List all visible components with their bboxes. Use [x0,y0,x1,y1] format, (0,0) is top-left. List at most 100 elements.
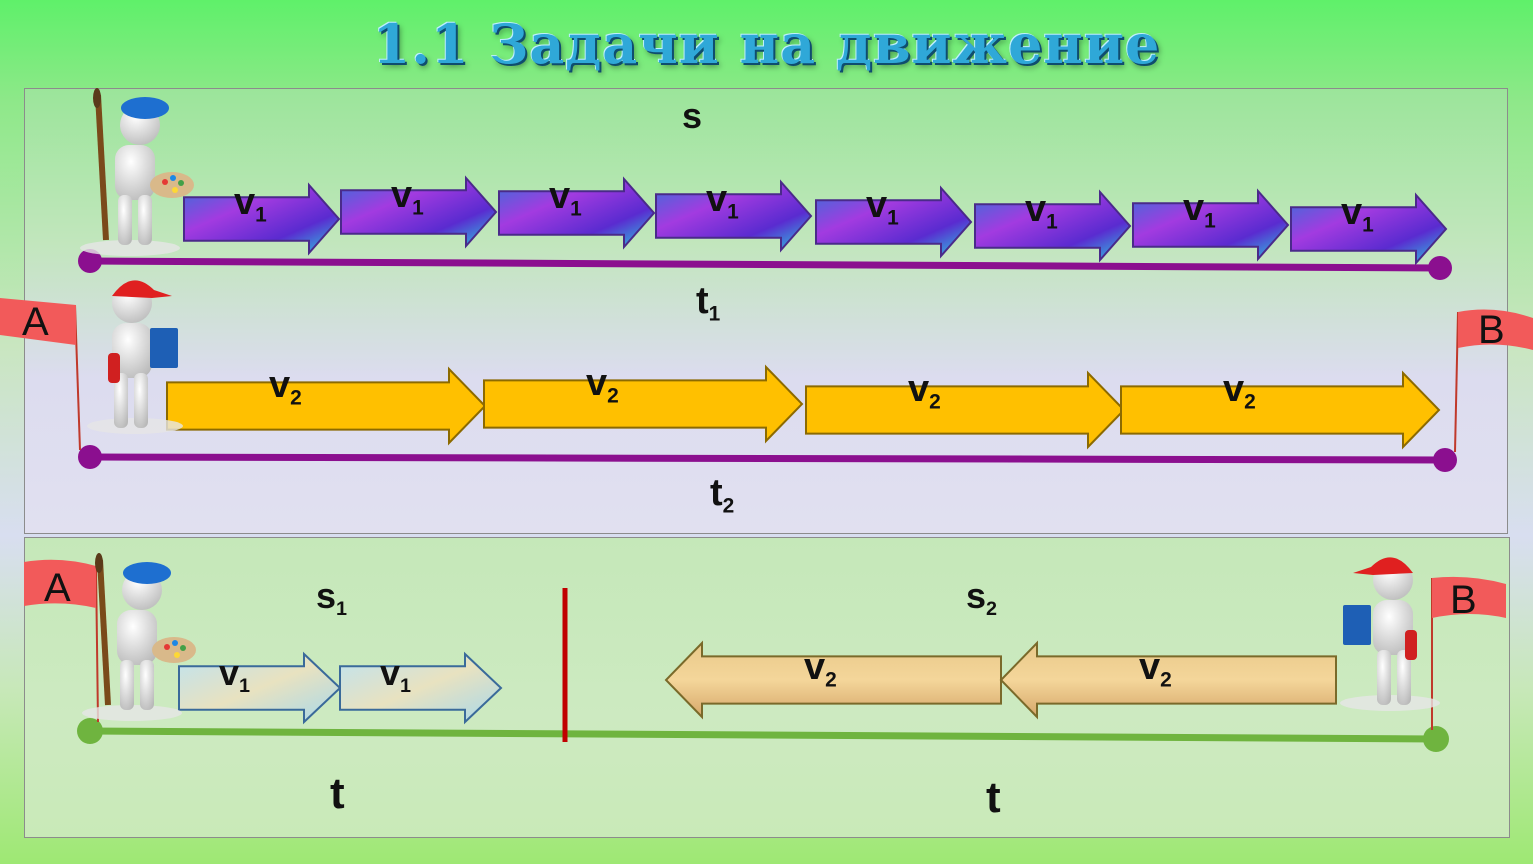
v1-arrow [1290,192,1448,266]
v1-label-sub: 1 [887,206,899,230]
v2-label-base: v [586,362,608,404]
s1-sub: 1 [336,597,348,620]
v2-label-base: v [1223,368,1245,410]
v1-arrow [340,175,498,249]
v1-label-base: v [1341,191,1363,233]
flag-a-label: A [22,300,49,344]
bottom-v1-arrow [178,651,342,725]
bottom-v2-label-sub: 2 [825,668,837,692]
flag-icon [0,298,81,451]
slide-title: 1.1 Задачи на движение [372,12,1161,76]
bottom-v1-label-base: v [219,652,240,693]
v2-label: v2 [1223,370,1256,413]
bottom-v2-arrow [664,640,1002,720]
bottom-v1-label-sub: 1 [239,674,251,697]
bottom-v2-label: v2 [1139,648,1172,691]
v1-arrow [655,179,813,253]
painter-figure-icon [80,88,194,256]
painter-figure-icon [82,553,196,721]
s2-base: s [966,575,987,616]
v2-label: v2 [586,364,619,407]
bottom-v1-label-base: v [380,652,401,693]
v1-label: v1 [866,186,899,229]
t1-label: t1 [696,282,720,325]
bottom-v2-label-base: v [1139,646,1161,688]
v2-label-sub: 2 [929,390,941,414]
v1-label: v1 [391,176,424,219]
v1-label-sub: 1 [727,200,739,224]
v2-arrow-row [166,364,1441,450]
v2-label: v2 [269,366,302,409]
v2-label-sub: 2 [290,386,302,410]
bottom-v1-arrow [339,651,503,725]
t2-track [78,445,1457,472]
bottom-v2-arrow-row [664,640,1337,720]
v1-arrow [815,185,973,259]
s2-sub: 2 [986,597,998,620]
v1-label-base: v [706,178,728,220]
s1-label: s1 [316,578,347,620]
v1-label-sub: 1 [255,203,267,227]
v1-arrow [498,176,656,250]
t2-sub: 2 [722,494,735,518]
v1-label-sub: 1 [1046,210,1058,234]
v2-label-base: v [908,368,930,410]
t1-track [78,249,1452,280]
bottom-flag-a-label: A [44,566,71,610]
v1-label-sub: 1 [412,196,424,220]
t1-base: t [696,280,709,322]
flag-b-label: B [1478,308,1505,352]
t-left-label: t [330,769,345,818]
bottom-v2-arrow [999,640,1337,720]
distance-text: s [682,95,703,136]
v1-label-base: v [549,175,571,217]
reader-figure-icon [87,280,183,434]
bottom-v1-label-sub: 1 [400,674,412,697]
v1-label-sub: 1 [1204,209,1216,233]
distance-label-s: s [682,98,702,134]
v1-label-base: v [234,181,256,223]
v2-arrow [483,364,804,444]
v1-label: v1 [549,177,582,220]
v1-label-base: v [1025,188,1047,230]
flag-icon [24,559,99,723]
s1-base: s [316,575,337,616]
v1-arrow [974,189,1132,263]
bottom-v2-label-base: v [804,646,826,688]
v1-label-base: v [391,174,413,216]
t2-base: t [710,472,723,514]
t-track [77,718,1449,752]
flag-icon [1454,309,1533,453]
v1-label-sub: 1 [570,197,582,221]
v1-arrow-row [183,175,1448,266]
t-right-label: t [986,773,1001,822]
v2-arrow [1120,370,1441,450]
bottom-v1-arrow-row [178,651,503,725]
v2-arrow [166,366,487,446]
v2-label-sub: 2 [607,384,619,408]
v1-arrow [183,182,341,256]
s2-label: s2 [966,578,997,620]
t1-sub: 1 [708,302,721,326]
v2-label: v2 [908,370,941,413]
v1-label: v1 [1341,193,1374,236]
v1-label: v1 [234,183,267,226]
v1-label-base: v [1183,187,1205,229]
v2-label-sub: 2 [1244,390,1256,414]
bottom-v2-label-sub: 2 [1160,668,1172,692]
bottom-v1-label: v1 [380,655,411,697]
v1-label: v1 [1025,190,1058,233]
bottom-v1-label: v1 [219,655,250,697]
bottom-flag-b-label: B [1450,578,1477,622]
v1-label: v1 [706,180,739,223]
v1-label-sub: 1 [1362,213,1374,237]
v1-label-base: v [866,184,888,226]
reader-figure-icon [1340,557,1440,711]
bottom-v2-label: v2 [804,648,837,691]
v2-label-base: v [269,364,291,406]
t2-label: t2 [710,474,734,517]
v2-arrow [805,370,1126,450]
v1-label: v1 [1183,189,1216,232]
v1-arrow [1132,188,1290,262]
